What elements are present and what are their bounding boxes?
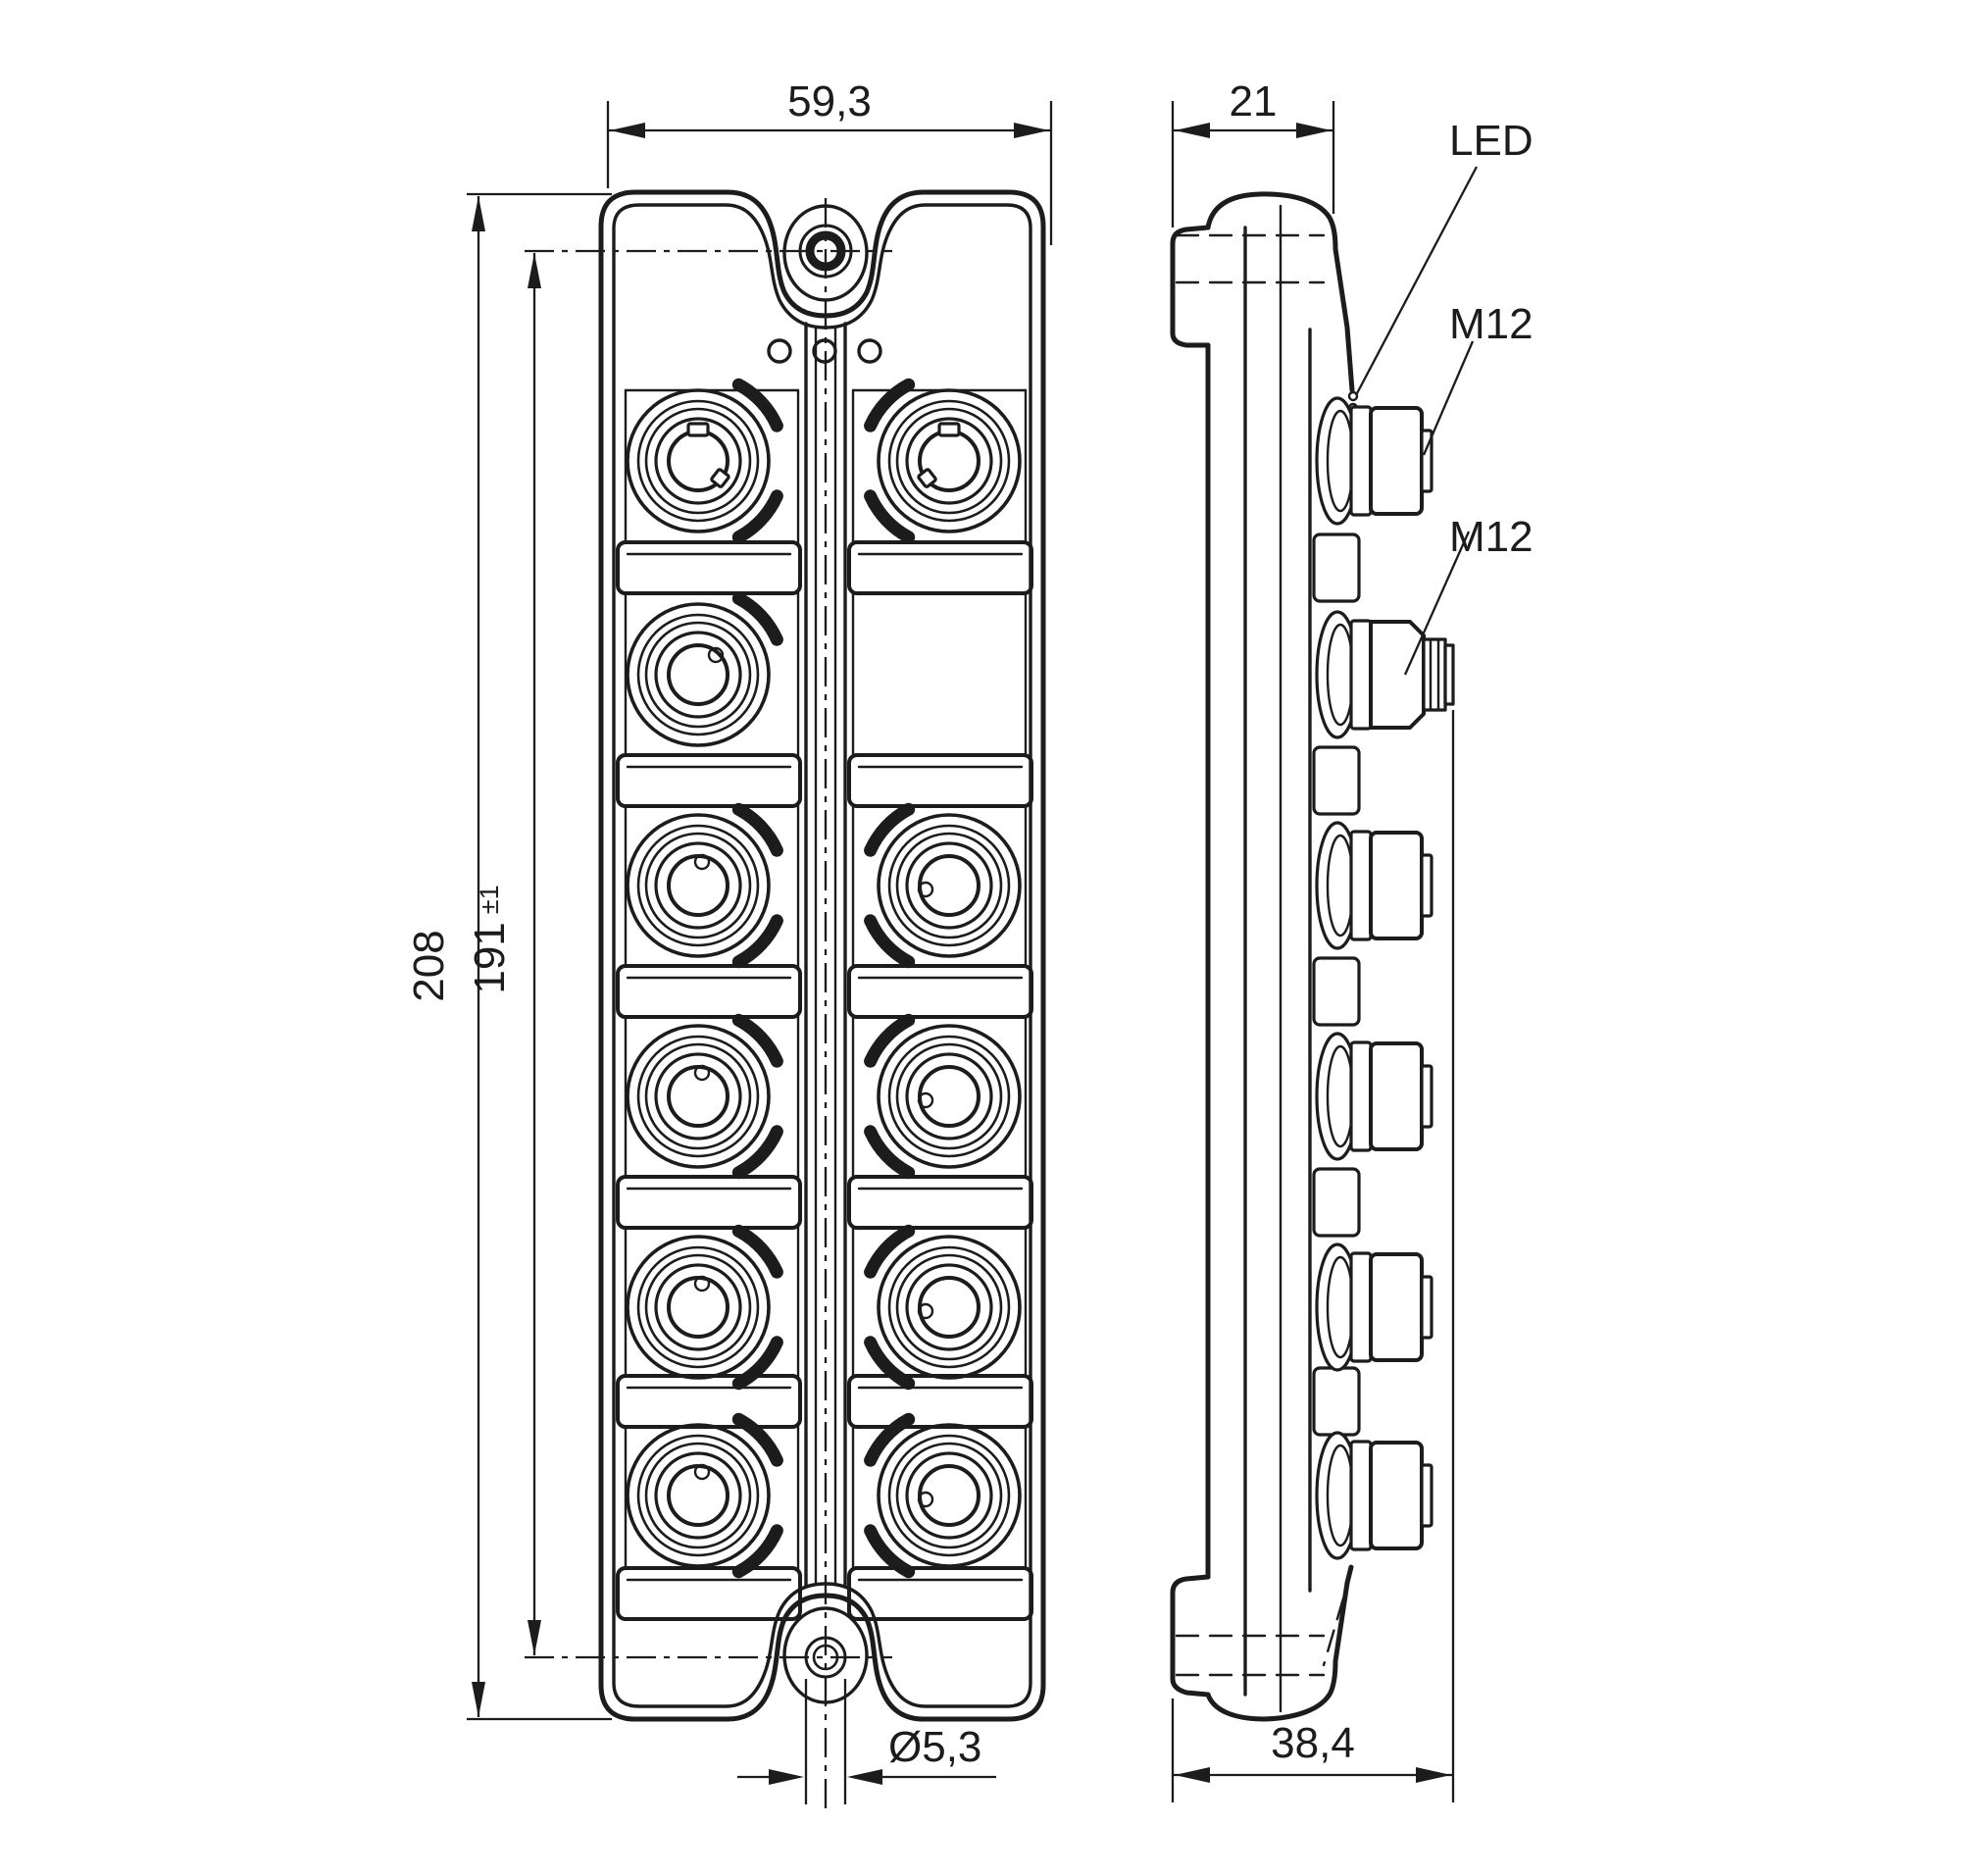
m12-socket-side (1315, 1431, 1433, 1560)
dimension-value-total-depth: 38,4 (1271, 1719, 1355, 1767)
m12-socket-front (626, 809, 777, 961)
mounting-ear-top (1170, 225, 1326, 348)
m12-top-label: M12 (1449, 300, 1534, 348)
bar-row (616, 1566, 1033, 1621)
label-bars (616, 540, 1033, 1621)
m12-socket-side (1315, 1032, 1433, 1161)
led-label: LED (1449, 117, 1534, 165)
dimension-value-hole-spacing: 191±1 (466, 885, 514, 993)
m12-socket-front (871, 384, 1022, 536)
hole-spacing-value: 191 (466, 922, 514, 993)
m12-plug-side (1315, 610, 1455, 739)
m12-socket-front (871, 1231, 1022, 1383)
centerlines (525, 198, 892, 1816)
center-channel (804, 322, 847, 1589)
m12-socket-front (871, 809, 1022, 961)
dimension-value-front-width: 59,3 (787, 77, 872, 126)
m12-socket-front (626, 598, 777, 747)
callout-m12-top: M12 (1422, 300, 1534, 456)
dimension-total-depth: 38,4 (1171, 710, 1455, 1802)
dimension-mounting-hole: Ø5,3 (737, 1679, 996, 1804)
bar-row (616, 964, 1033, 1019)
dimension-body-depth: 21 (1171, 77, 1335, 228)
m12-socket-side (1315, 1242, 1433, 1372)
m12-socket-front (626, 1419, 777, 1571)
dimension-overall-height: 208 (405, 192, 612, 1721)
side-view (1170, 191, 1455, 1722)
bar-row (616, 1374, 1033, 1429)
m12-socket-front (626, 384, 777, 536)
housing-outline (598, 189, 1046, 1722)
dimension-front-width: 59,3 (606, 77, 1053, 245)
m12-socket-front (626, 1231, 777, 1383)
dimension-value-mounting-hole: Ø5,3 (888, 1723, 981, 1771)
mounting-ear-bottom (1170, 1574, 1326, 1698)
m12-socket-side (1315, 396, 1433, 526)
m12-socket-side (1315, 821, 1433, 950)
m12-socket-front (871, 1419, 1022, 1571)
dimension-value-body-depth: 21 (1230, 77, 1278, 126)
m12-socket-front (626, 1020, 777, 1172)
dimension-value-overall-height: 208 (405, 930, 453, 1001)
m12-socket-front (871, 1020, 1022, 1172)
bar-row (616, 1175, 1033, 1230)
bar-row (616, 753, 1033, 808)
callout-led: LED (1354, 117, 1534, 396)
callout-m12-second: M12 (1403, 513, 1534, 676)
front-view (598, 189, 1046, 1722)
m12-second-label: M12 (1449, 513, 1534, 561)
hole-spacing-tolerance: ±1 (475, 885, 504, 914)
dimension-hole-spacing: 191±1 (466, 253, 541, 1655)
side-body (1205, 191, 1355, 1722)
